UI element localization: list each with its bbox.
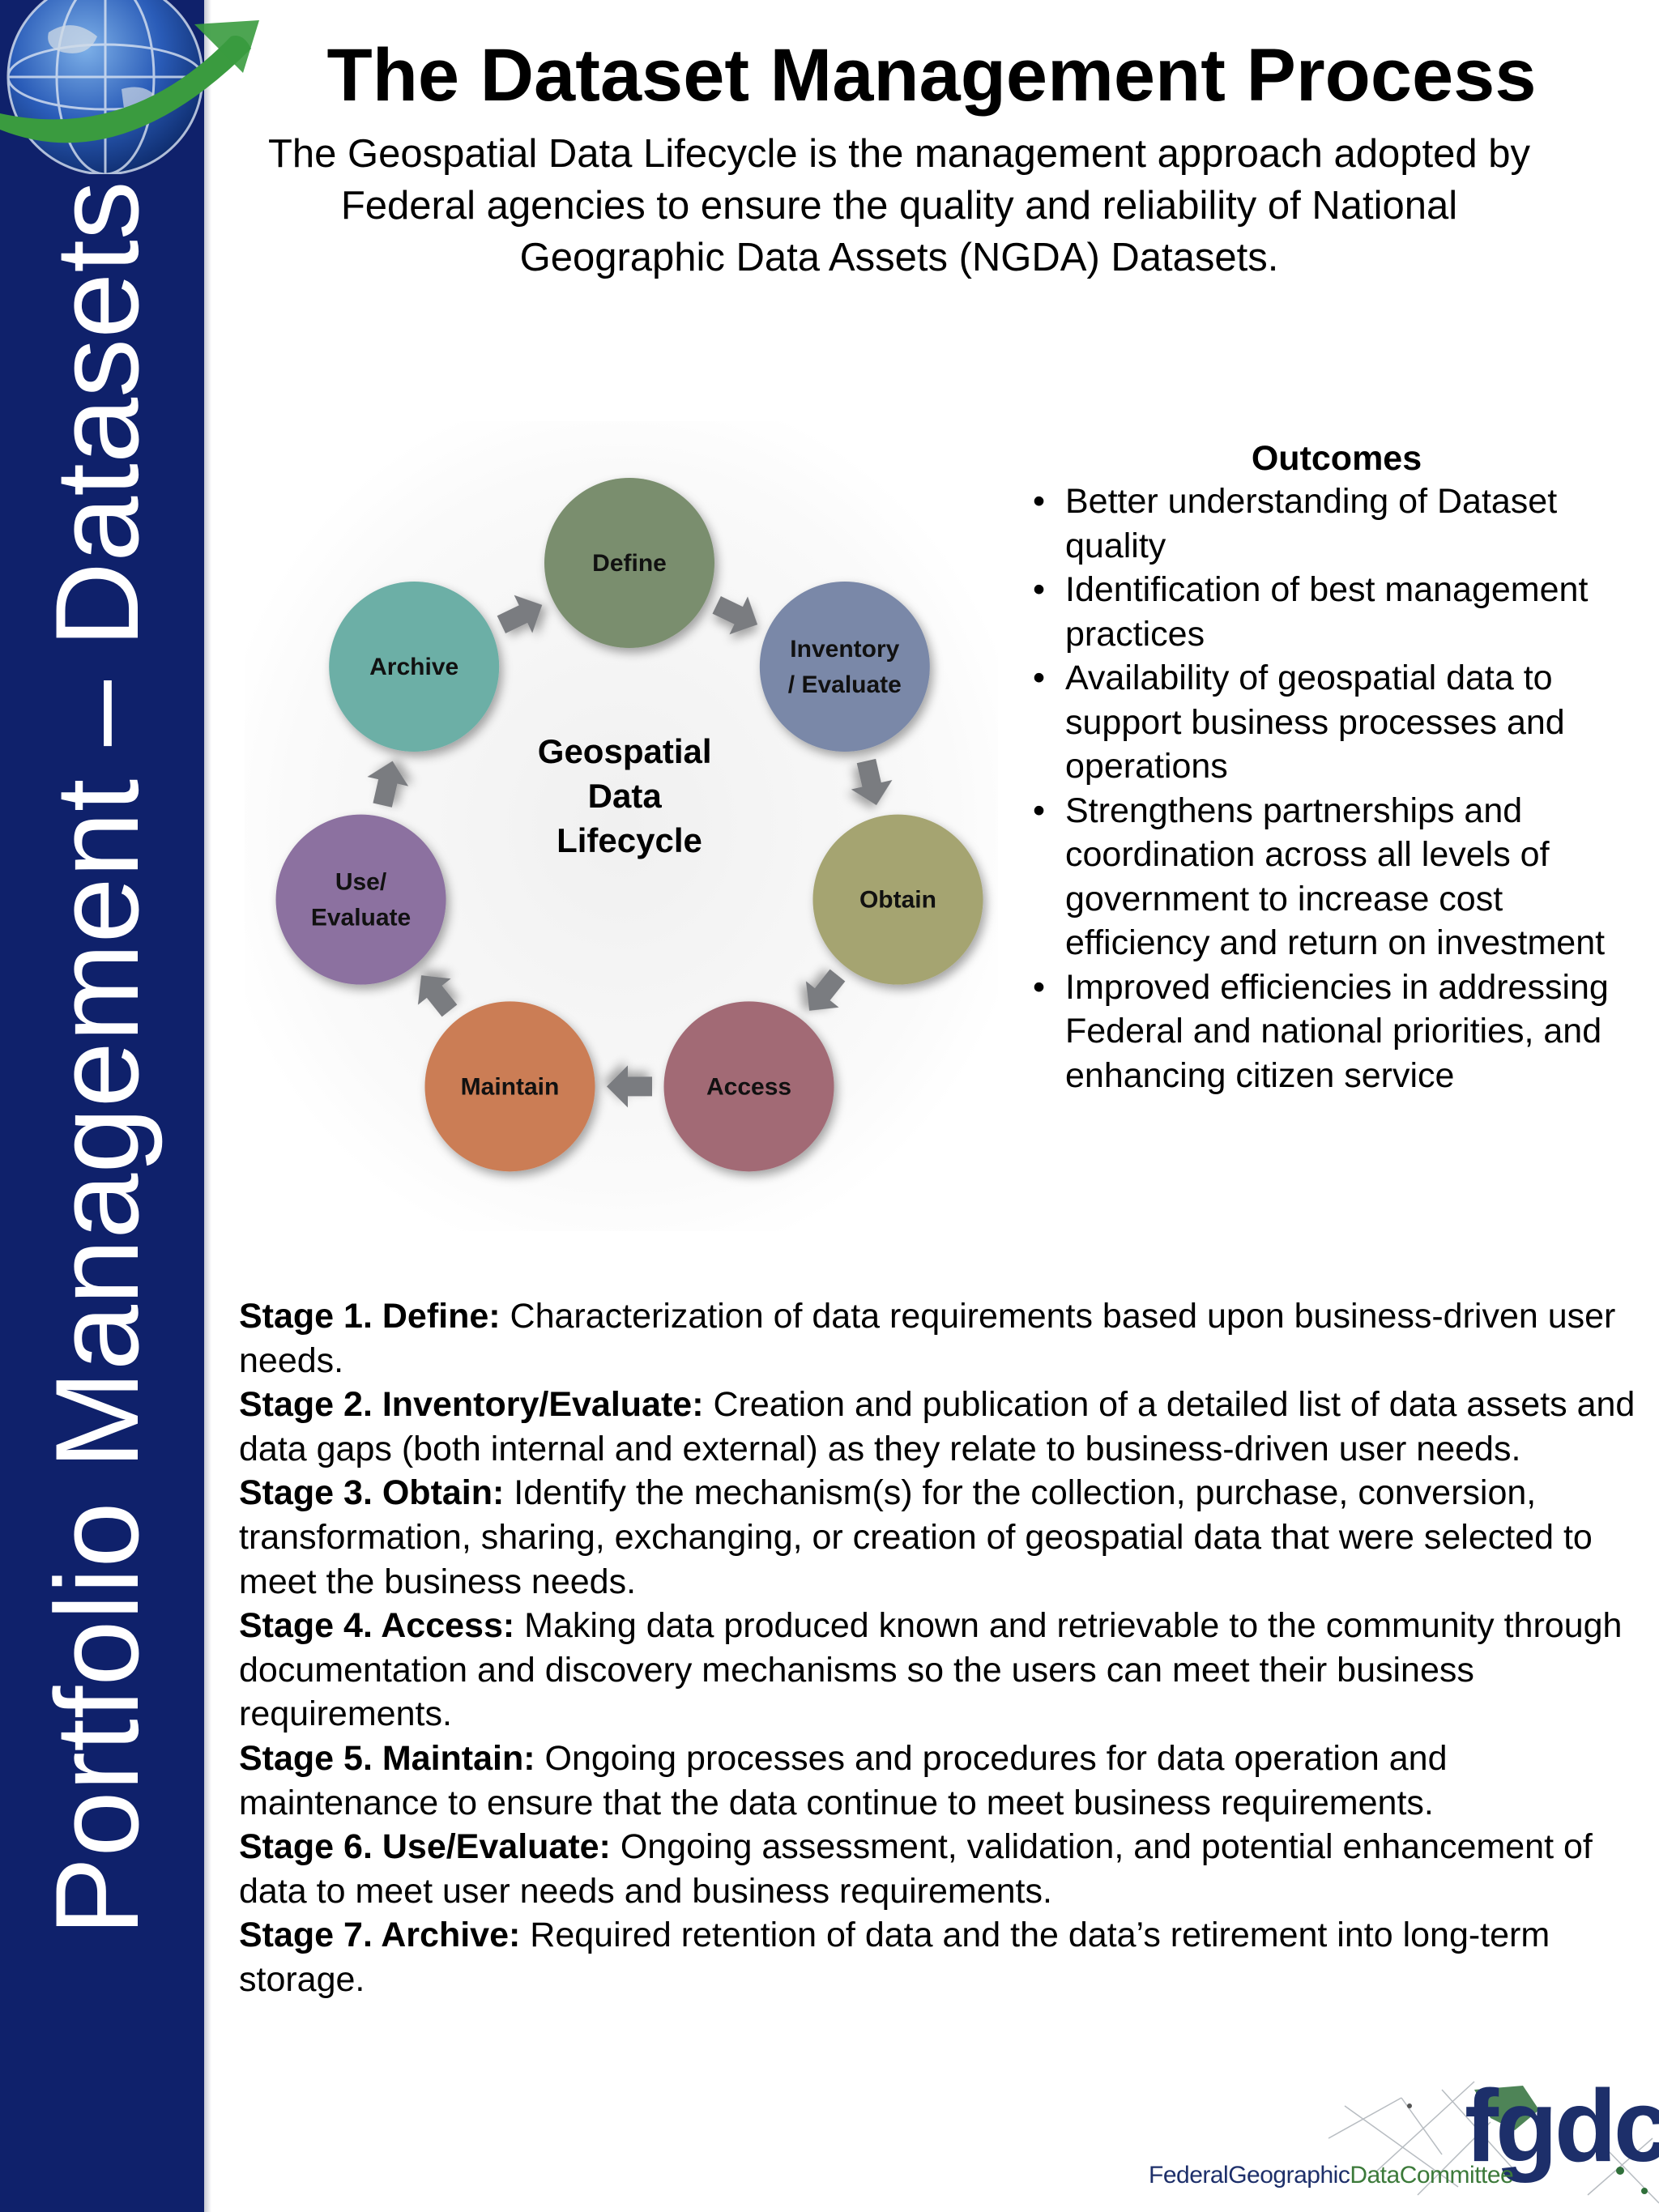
stage-item: Stage 3. Obtain: Identify the mechanism(… [239,1471,1648,1604]
lifecycle-stage-node: Access [663,1001,834,1172]
stage-circle [275,814,446,985]
stage-circle [424,1001,595,1172]
outcome-item: Availability of geospatial data to suppo… [1025,656,1653,789]
outcome-item: Better understanding of Dataset quality [1025,479,1653,568]
fgdc-org-name: FederalGeographicDataCommittee [1149,2161,1514,2190]
lifecycle-stage-node: Archive [329,582,500,752]
stage-circle [812,814,983,985]
lifecycle-stage-node: Inventory / Evaluate [759,582,930,752]
fgdc-logo: fgdc [1465,2069,1659,2183]
stage-text: Required retention of data and the data’… [239,1916,1550,1999]
lifecycle-stage-node: Maintain [424,1001,595,1172]
stage-label: Stage 7. Archive: [239,1916,521,1955]
stage-circle-label: Use/ [335,869,387,896]
arrow-icon [367,761,409,808]
stage-label: Stage 6. Use/Evaluate: [239,1827,611,1867]
lifecycle-stage-node: Define [544,478,714,648]
stage-item: Stage 6. Use/Evaluate: Ongoing assessmen… [239,1825,1648,1913]
outcome-item: Improved efficiencies in addressing Fede… [1025,965,1653,1098]
stage-circle-label: Access [706,1073,791,1100]
stage-circle [759,582,930,752]
stage-item: Stage 2. Inventory/Evaluate: Creation an… [239,1383,1648,1471]
center-label-line: Lifecycle [557,821,702,859]
stage-circle [544,478,714,648]
stage-circle [663,1001,834,1172]
outcome-item: Identification of best management practi… [1025,568,1653,656]
stage-label: Stage 2. Inventory/Evaluate: [239,1385,704,1425]
stage-circle-label: Archive [369,654,458,680]
outcome-item: Strengthens partnerships and coordinatio… [1025,789,1653,965]
stage-descriptions: Stage 1. Define: Characterization of dat… [239,1294,1648,2002]
stage-label: Stage 5. Maintain: [239,1738,535,1778]
stage-circle-label: Obtain [859,887,936,914]
stage-circle-label: Evaluate [311,905,411,931]
stage-circle-label: Inventory [790,636,899,663]
fgdc-network-graphic [1328,2081,1659,2204]
stage-text: Making data produced known and retrievab… [239,1606,1623,1734]
stage-item: Stage 4. Access: Making data produced kn… [239,1604,1648,1737]
org-name-part: FederalGeographic [1149,2162,1350,2189]
page-title: The Dataset Management Process [326,34,1537,117]
lifecycle-stage-node: Obtain [812,814,983,985]
stage-circle-label: / Evaluate [788,671,902,698]
stage-item: Stage 5. Maintain: Ongoing processes and… [239,1737,1648,1825]
stage-item: Stage 1. Define: Characterization of dat… [239,1294,1648,1383]
stage-circle [329,582,500,752]
arrow-icon [607,1065,652,1108]
stage-circle-label: Maintain [461,1073,560,1100]
arrows-layer [367,595,893,1108]
arrow-icon [805,969,846,1011]
outcomes-title: Outcomes [1251,439,1422,478]
stage-text: Creation and publication of a detailed l… [239,1385,1636,1468]
stage-label: Stage 3. Obtain: [239,1473,505,1513]
arrow-icon [497,595,543,633]
stage-text: Identify the mechanism(s) for the collec… [239,1473,1593,1601]
org-name-part: DataCommittee [1350,2162,1514,2189]
intro-text: The Geospatial Data Lifecycle is the man… [267,132,1531,279]
arrow-icon [851,758,893,806]
sidebar-title: Portfolio Management – Datasets [31,181,163,1936]
stage-text: Ongoing assessment, validation, and pote… [239,1827,1593,1911]
stage-circle-label: Define [592,550,667,577]
arrow-icon [417,975,458,1017]
stage-item: Stage 7. Archive: Required retention of … [239,1913,1648,2001]
center-label: Geospatial Data Lifecycle [538,732,721,859]
sidebar-edge [204,0,211,2212]
outcomes-list: Better understanding of Dataset quality … [1025,479,1653,1097]
sidebar [0,0,204,2212]
stage-text: Characterization of data requirements ba… [239,1297,1616,1380]
lifecycle-stage-node: Use/Evaluate [275,814,446,985]
center-label-line: Data [588,777,663,815]
stage-text: Ongoing processes and procedures for dat… [239,1738,1448,1822]
stage-label: Stage 1. Define: [239,1297,501,1336]
center-label-line: Geospatial [538,732,712,770]
arrow-icon [712,596,758,635]
globe-icon [0,0,259,174]
stage-label: Stage 4. Access: [239,1606,515,1646]
